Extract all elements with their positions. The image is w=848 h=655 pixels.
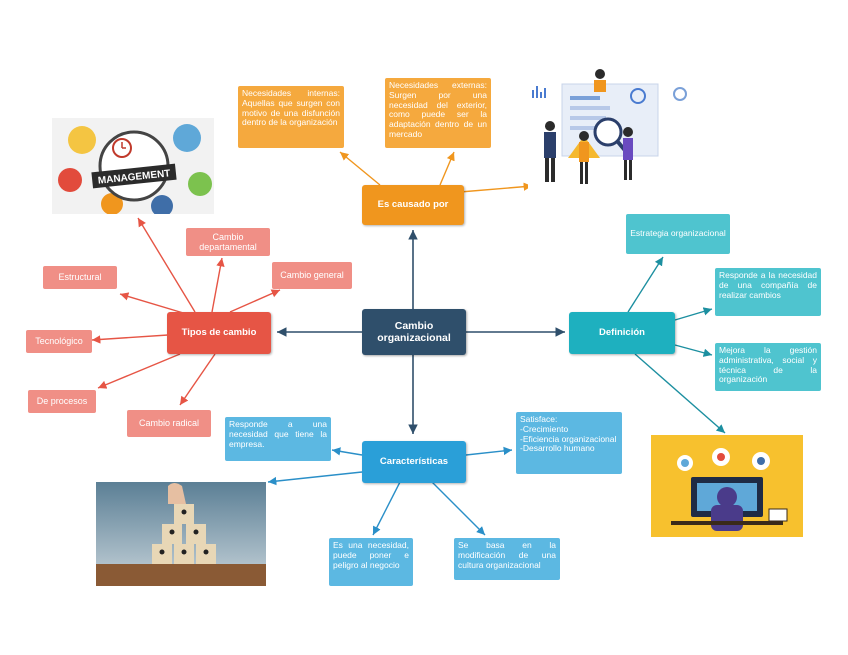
definition-improves[interactable]: Mejora la gestión administrativa, social… bbox=[715, 343, 821, 391]
causes-node[interactable]: Es causado por bbox=[362, 185, 464, 225]
management-image: MANAGEMENT bbox=[52, 118, 214, 214]
analytics-illustration bbox=[532, 69, 687, 184]
edge-char-danger bbox=[372, 481, 401, 536]
type-general[interactable]: Cambio general bbox=[272, 262, 352, 289]
edge-char-culture bbox=[431, 481, 486, 536]
type-procesos[interactable]: De procesos bbox=[28, 390, 96, 413]
definition-node[interactable]: Definición bbox=[569, 312, 675, 354]
internal-needs-note[interactable]: Necesidades internas: Aquellas que surge… bbox=[238, 86, 344, 148]
edge-causes-internal bbox=[339, 151, 381, 186]
analytics-image bbox=[528, 66, 698, 190]
external-needs-note[interactable]: Necesidades externas: Surgen por una nec… bbox=[385, 78, 491, 148]
type-radical[interactable]: Cambio radical bbox=[127, 410, 211, 437]
edge-char-responds bbox=[331, 447, 363, 456]
edge-types-tecnologico bbox=[91, 334, 169, 344]
edge-causes-external bbox=[439, 151, 455, 186]
edge-types-departamental bbox=[211, 257, 225, 313]
edge-def-strategy bbox=[627, 256, 664, 313]
edge-def-improves bbox=[674, 344, 713, 357]
computer-user-image bbox=[651, 435, 803, 537]
definition-responds[interactable]: Responde a la necesidad de una compañía … bbox=[715, 268, 821, 316]
char-danger[interactable]: Es una necesidad, puede poner e peligro … bbox=[329, 538, 413, 586]
char-culture[interactable]: Se basa en la modificación de una cultur… bbox=[454, 538, 560, 580]
edge-char-image bbox=[267, 471, 363, 486]
computer-user-illustration bbox=[671, 448, 788, 531]
edge-def-responds bbox=[674, 307, 713, 321]
edge-types-general bbox=[229, 289, 281, 313]
edge-types-procesos bbox=[97, 353, 181, 389]
edge-char-satisfies bbox=[465, 446, 513, 456]
type-estructural[interactable]: Estructural bbox=[43, 266, 117, 289]
char-satisfies[interactable]: Satisface: -Crecimiento -Eficiencia orga… bbox=[516, 412, 622, 474]
central-topic[interactable]: Cambio organizacional bbox=[362, 309, 466, 355]
blocks-image bbox=[96, 482, 266, 586]
management-illustration: MANAGEMENT bbox=[58, 124, 212, 214]
edge-causes-image bbox=[459, 182, 533, 193]
definition-strategy[interactable]: Estrategia organizacional bbox=[626, 214, 730, 254]
types-node[interactable]: Tipos de cambio bbox=[167, 312, 271, 354]
edge-def-image bbox=[634, 353, 726, 434]
edge-types-image bbox=[137, 217, 196, 313]
type-departamental[interactable]: Cambio departamental bbox=[186, 228, 270, 256]
type-tecnologico[interactable]: Tecnológico bbox=[26, 330, 92, 353]
blocks-illustration bbox=[96, 483, 266, 586]
edge-types-estructural bbox=[119, 292, 191, 316]
characteristics-node[interactable]: Características bbox=[362, 441, 466, 483]
edge-types-radical bbox=[179, 353, 216, 406]
char-responds[interactable]: Responde a una necesidad que tiene la em… bbox=[225, 417, 331, 461]
